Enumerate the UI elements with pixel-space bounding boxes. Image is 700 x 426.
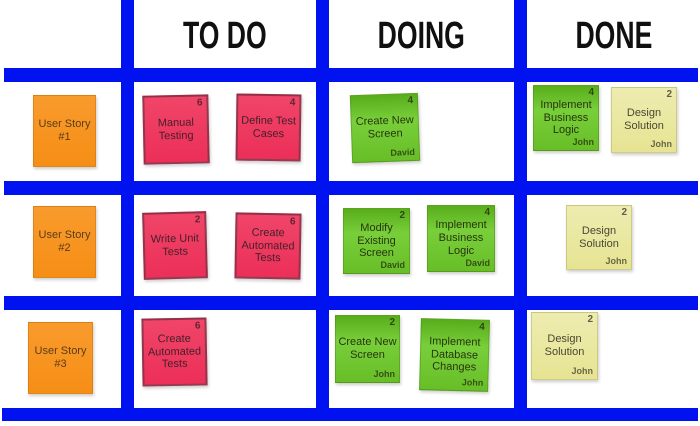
note-label: Design Solution bbox=[544, 333, 585, 358]
task-note-implement-database-changes[interactable]: 4 Implement Database Changes John bbox=[419, 318, 490, 392]
note-label: User Story #1 bbox=[38, 118, 91, 143]
owner-label: John bbox=[572, 137, 595, 148]
owner-label: John bbox=[571, 366, 594, 377]
story-points-badge: 6 bbox=[194, 320, 201, 332]
note-label: Modify Existing Screen bbox=[357, 221, 396, 260]
task-note-design-solution-3[interactable]: 2 Design Solution John bbox=[531, 312, 598, 380]
owner-label: David bbox=[465, 258, 490, 269]
task-note-implement-business-logic-2[interactable]: 4 Implement Business Logic David bbox=[427, 205, 495, 272]
owner-label: David bbox=[380, 260, 405, 271]
owner-label: John bbox=[605, 256, 628, 267]
owner-label: John bbox=[461, 377, 484, 389]
task-note-implement-business-logic-1[interactable]: 4 Implement Business Logic John bbox=[533, 85, 599, 151]
story-points-badge: 2 bbox=[389, 317, 395, 328]
owner-label: David bbox=[390, 147, 416, 159]
task-note-define-test-cases[interactable]: 4 Define Test Cases bbox=[235, 93, 302, 162]
story-points-badge: 4 bbox=[484, 207, 490, 218]
story-points-badge: 6 bbox=[196, 97, 203, 109]
owner-label: John bbox=[650, 139, 673, 150]
user-story-note-2[interactable]: User Story #2 bbox=[33, 206, 96, 278]
note-label: Implement Database Changes bbox=[429, 334, 481, 375]
task-note-manual-testing[interactable]: 6 Manual Testing bbox=[142, 94, 210, 165]
task-note-design-solution-2[interactable]: 2 Design Solution John bbox=[566, 205, 632, 270]
note-label: User Story #3 bbox=[34, 345, 87, 370]
story-points-badge: 2 bbox=[194, 214, 201, 226]
user-story-note-3[interactable]: User Story #3 bbox=[28, 322, 93, 394]
grid-line-vertical-1 bbox=[121, 0, 134, 421]
owner-label: John bbox=[373, 369, 396, 380]
task-note-create-new-screen-2[interactable]: 2 Create New Screen John bbox=[335, 315, 400, 383]
task-note-create-new-screen-1[interactable]: 4 Create New Screen David bbox=[349, 92, 421, 164]
note-label: Design Solution bbox=[624, 107, 664, 132]
note-label: Manual Testing bbox=[157, 116, 195, 142]
task-note-create-automated-tests-1[interactable]: 6 Create Automated Tests bbox=[234, 212, 302, 280]
task-note-modify-existing-screen[interactable]: 2 Modify Existing Screen David bbox=[343, 208, 410, 274]
story-points-badge: 4 bbox=[289, 97, 296, 109]
story-points-badge: 2 bbox=[587, 314, 593, 325]
story-points-badge: 4 bbox=[588, 87, 594, 98]
column-header-todo: TO DO bbox=[183, 14, 267, 57]
note-label: Write Unit Tests bbox=[150, 231, 200, 258]
column-header-done: DONE bbox=[575, 14, 652, 57]
story-points-badge: 2 bbox=[399, 210, 405, 221]
story-points-badge: 4 bbox=[479, 321, 485, 333]
story-points-badge: 2 bbox=[666, 89, 672, 100]
note-label: Implement Business Logic bbox=[540, 98, 592, 137]
task-note-design-solution-1[interactable]: 2 Design Solution John bbox=[611, 87, 677, 153]
user-story-note-1[interactable]: User Story #1 bbox=[33, 95, 96, 167]
grid-line-horizontal-3 bbox=[4, 296, 698, 310]
story-points-badge: 2 bbox=[621, 207, 627, 218]
grid-line-horizontal-2 bbox=[4, 181, 698, 195]
grid-line-horizontal-4 bbox=[2, 408, 698, 421]
grid-line-vertical-3 bbox=[514, 0, 527, 421]
grid-line-vertical-2 bbox=[316, 0, 329, 421]
note-label: Create New Screen bbox=[355, 114, 414, 141]
note-label: Create New Screen bbox=[338, 336, 397, 361]
note-label: Create Automated Tests bbox=[241, 226, 295, 265]
task-note-create-automated-tests-2[interactable]: 6 Create Automated Tests bbox=[141, 317, 208, 387]
story-points-badge: 4 bbox=[407, 95, 414, 107]
note-label: Create Automated Tests bbox=[147, 332, 202, 371]
story-points-badge: 6 bbox=[289, 216, 296, 228]
note-label: User Story #2 bbox=[38, 229, 91, 254]
column-header-doing: DOING bbox=[377, 14, 466, 57]
note-label: Design Solution bbox=[579, 224, 619, 250]
note-label: Define Test Cases bbox=[241, 114, 297, 140]
grid-line-horizontal-1 bbox=[4, 68, 698, 82]
task-note-write-unit-tests[interactable]: 2 Write Unit Tests bbox=[142, 211, 208, 280]
note-label: Implement Business Logic bbox=[435, 219, 487, 257]
